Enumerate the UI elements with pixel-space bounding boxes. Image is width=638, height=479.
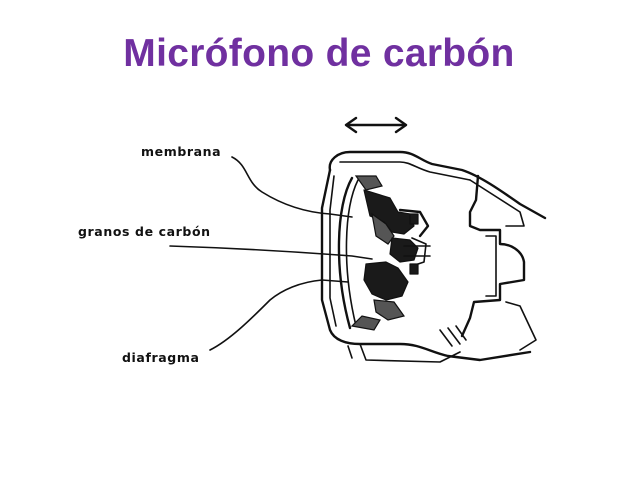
- microphone-housing: [320, 150, 547, 363]
- bidirectional-arrow-icon: [344, 116, 408, 134]
- diaphragm: [337, 175, 383, 331]
- label-diafragma: diafragma: [122, 350, 200, 365]
- label-membrana: membrana: [141, 144, 221, 159]
- leader-lines: [169, 156, 373, 351]
- label-granos-de-carbon: granos de carbón: [78, 224, 211, 239]
- carbon-granules-chamber: [363, 189, 431, 321]
- slide-title: Micrófono de carbón: [123, 32, 515, 75]
